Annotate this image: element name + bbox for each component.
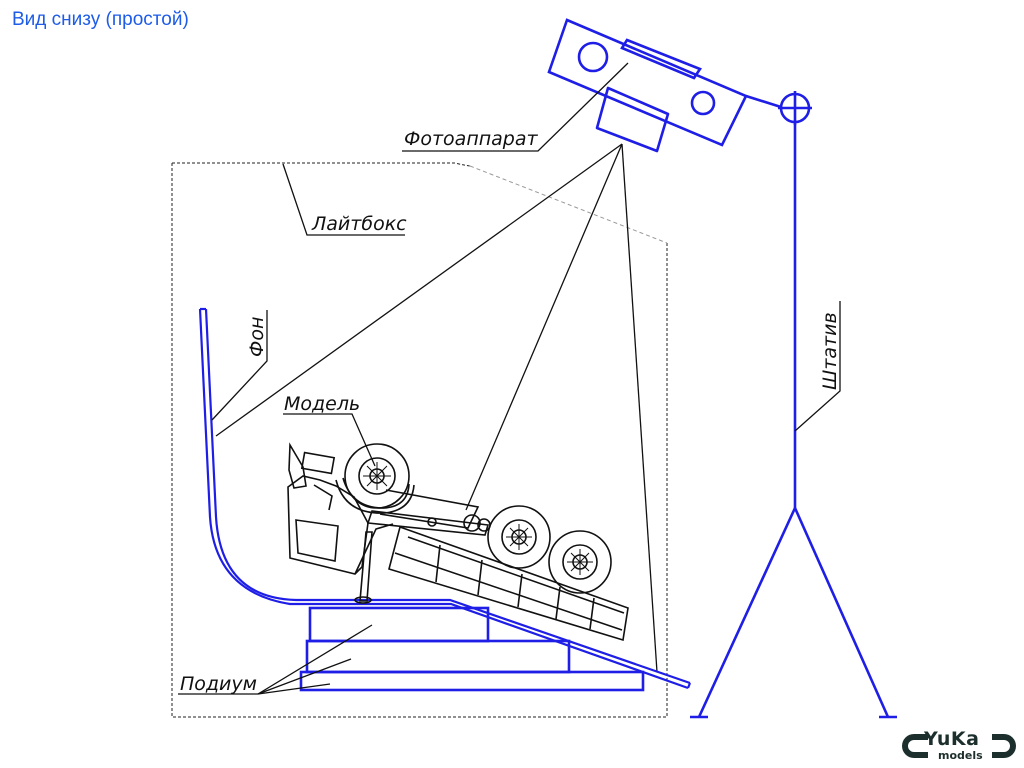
camera-view-lines <box>215 143 658 673</box>
model-truck <box>287 442 629 642</box>
logo-sub: models <box>938 749 983 762</box>
logo-hook-left-icon <box>902 734 928 758</box>
yuka-models-logo: YuKa models <box>900 728 1018 764</box>
camera <box>547 18 782 153</box>
label-camera: Фотоаппарат <box>404 128 539 150</box>
page-title: Вид снизу (простой) <box>12 9 189 30</box>
label-tripod: Штатив <box>819 312 841 390</box>
label-background: Фон <box>246 317 268 357</box>
label-model: Модель <box>284 393 360 415</box>
tripod <box>690 91 897 719</box>
background-sweep <box>198 307 692 690</box>
logo-hook-right-icon <box>992 734 1016 758</box>
podium <box>299 606 645 692</box>
label-lightbox: Лайтбокс <box>311 213 407 235</box>
lightbox-frame <box>171 162 668 718</box>
label-podium: Подиум <box>180 673 257 695</box>
leader-lines <box>178 62 841 695</box>
logo-brand: YuKa <box>924 728 980 750</box>
